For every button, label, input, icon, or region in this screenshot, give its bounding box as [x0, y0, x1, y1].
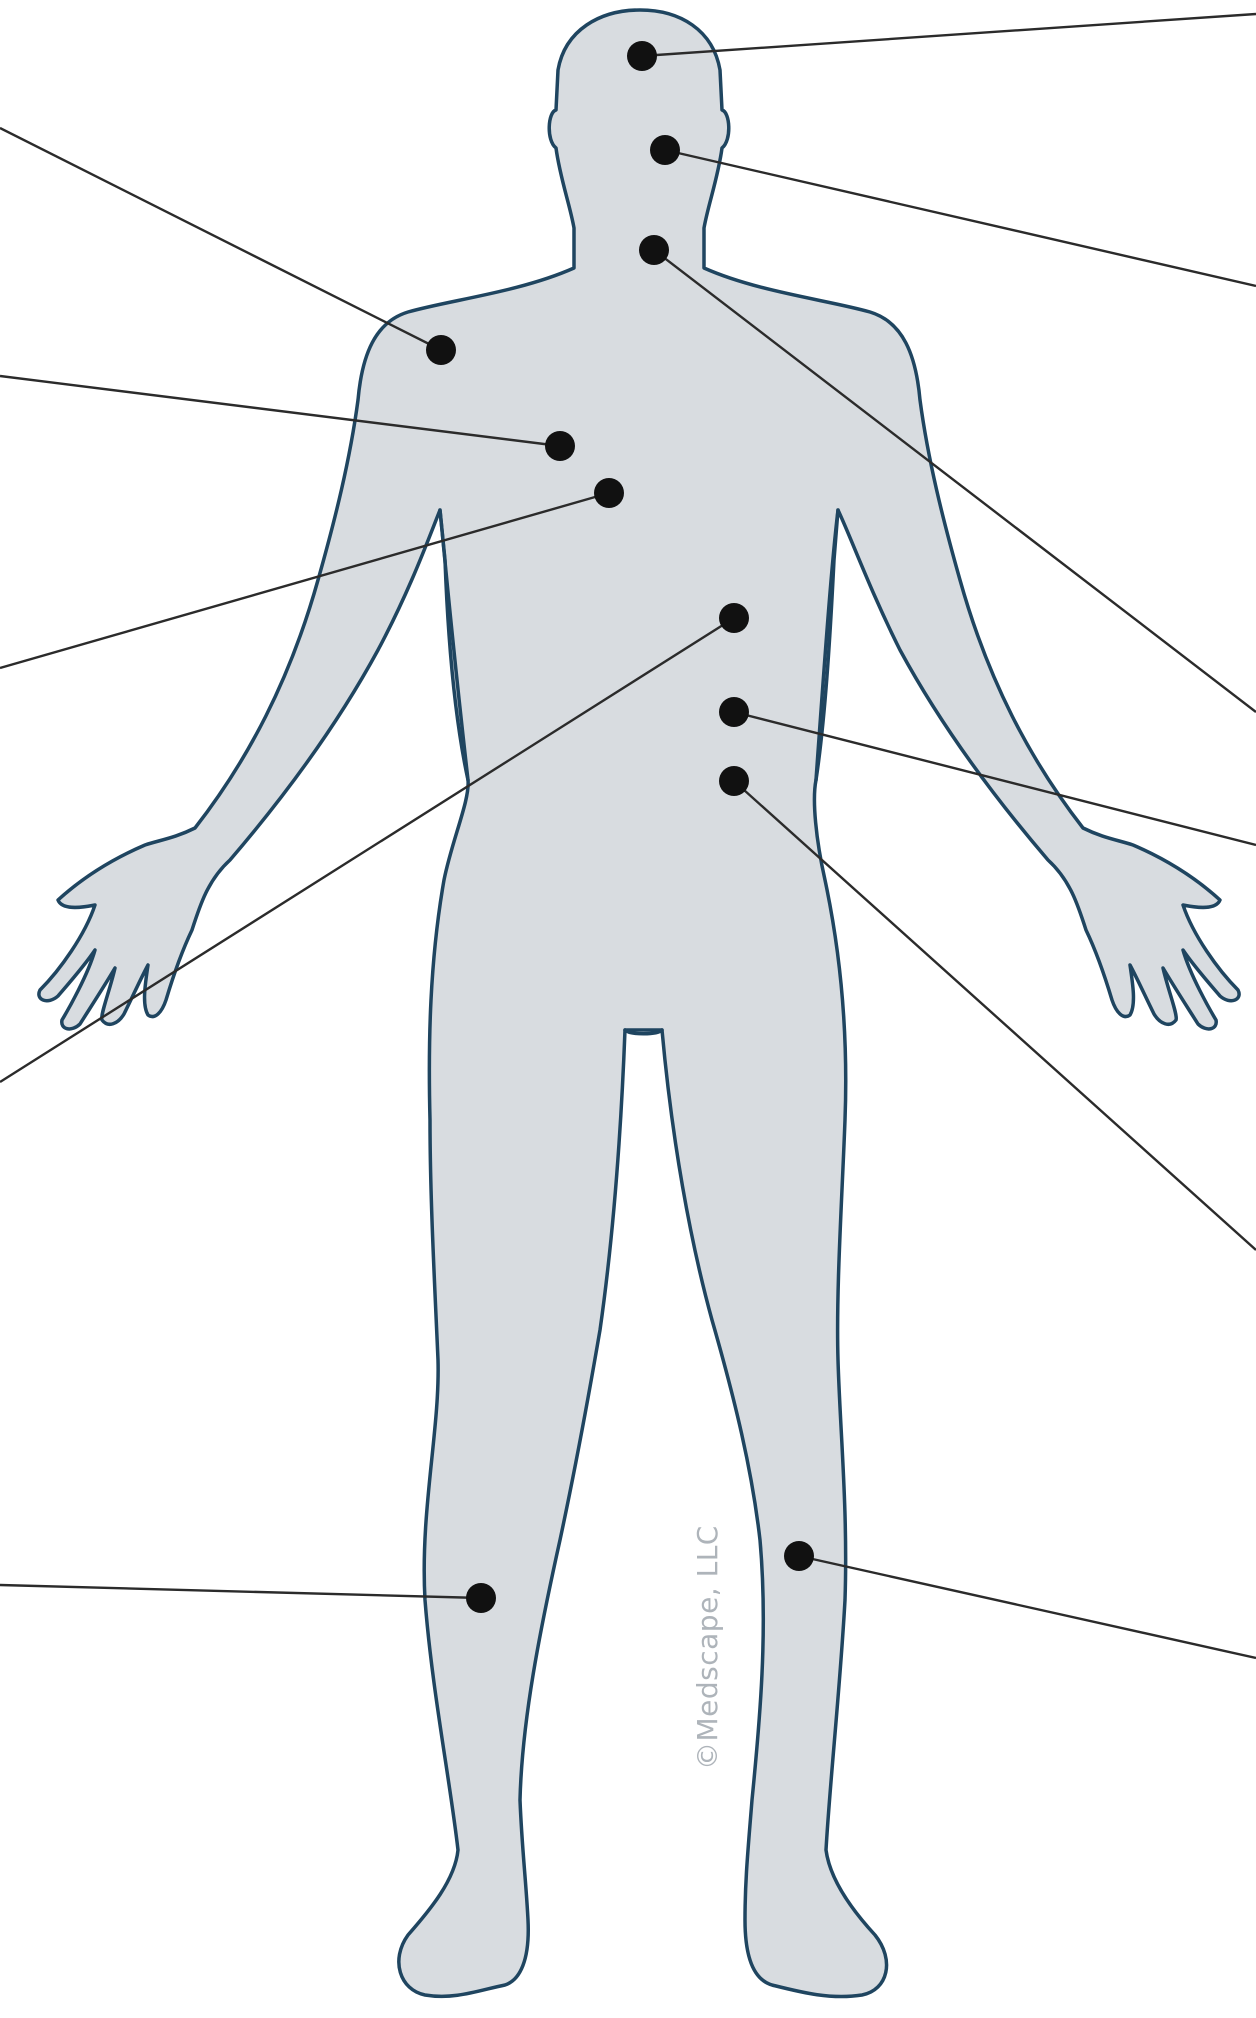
marker-right-knee	[784, 1541, 814, 1571]
marker-left-knee	[466, 1583, 496, 1613]
leader-head-back	[665, 150, 1256, 286]
leader-right-knee	[799, 1556, 1256, 1658]
copyright-watermark: ©Medscape, LLC	[691, 1525, 724, 1770]
leader-left-knee	[0, 1585, 481, 1598]
marker-head-top	[627, 41, 657, 71]
body-silhouette	[39, 10, 1239, 1997]
leader-left-shoulder	[0, 128, 441, 350]
marker-neck	[639, 235, 669, 265]
marker-head-back	[650, 135, 680, 165]
human-body-figure	[39, 10, 1239, 1997]
leader-head-top	[642, 14, 1256, 56]
marker-waist	[719, 697, 749, 727]
marker-upper-chest	[545, 431, 575, 461]
marker-hip	[719, 766, 749, 796]
marker-mid-chest	[594, 478, 624, 508]
marker-left-shoulder	[426, 335, 456, 365]
marker-lower-ribs	[719, 603, 749, 633]
